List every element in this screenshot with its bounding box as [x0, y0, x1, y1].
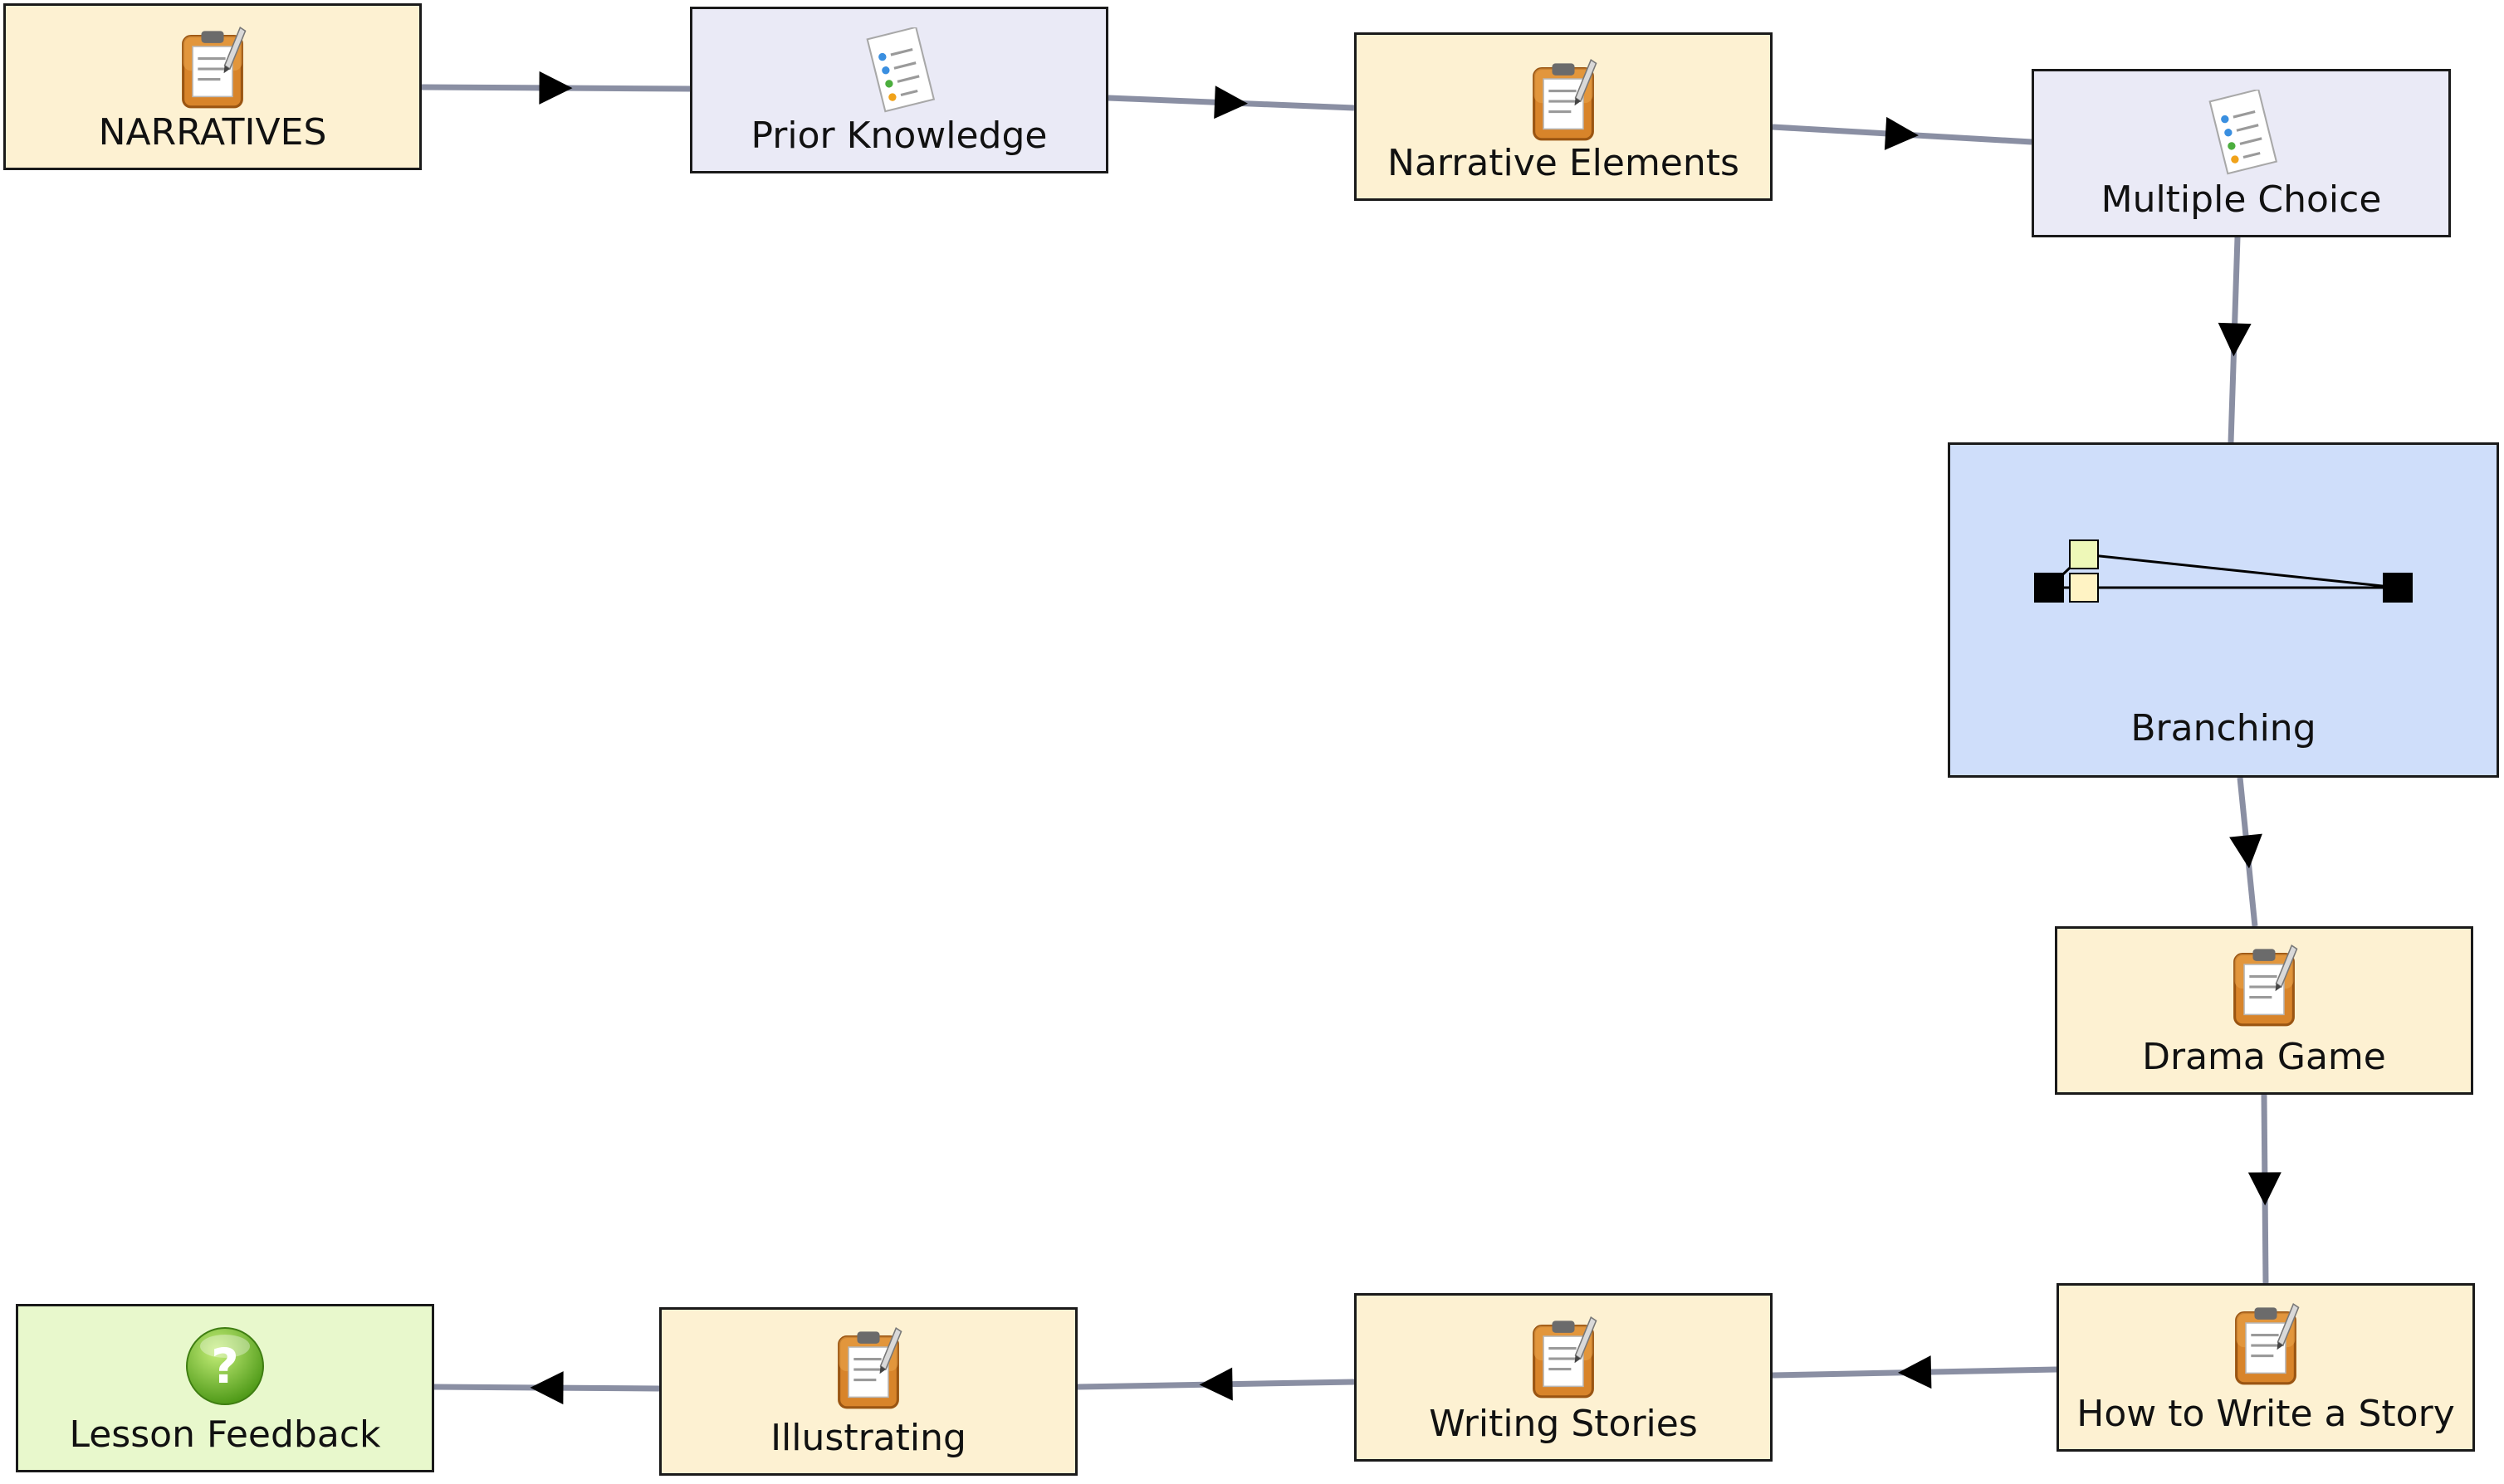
node-label: Drama Game [2142, 1036, 2386, 1078]
clipboard-pencil-icon [1528, 1314, 1598, 1400]
node-label: Writing Stories [1429, 1403, 1698, 1445]
question-mark-icon [183, 1325, 267, 1408]
node-label: How to Write a Story [2076, 1393, 2455, 1435]
arrowhead-icon [2229, 833, 2262, 869]
arrowhead-icon [539, 71, 573, 105]
connector-group [421, 71, 2281, 1405]
arrowhead-icon [2218, 322, 2252, 357]
node-multiple-choice[interactable]: Multiple Choice [2032, 69, 2451, 237]
document-list-icon [2203, 90, 2281, 176]
node-label: Multiple Choice [2101, 178, 2382, 221]
node-label: NARRATIVES [98, 111, 327, 154]
arrowhead-icon [2247, 1172, 2281, 1206]
node-how-to-write-a-story[interactable]: How to Write a Story [2057, 1283, 2475, 1452]
node-label: Branching [2130, 707, 2316, 749]
arrowhead-icon [1898, 1355, 1932, 1389]
clipboard-pencil-icon [178, 24, 247, 110]
node-lesson-feedback[interactable]: Lesson Feedback [16, 1304, 434, 1472]
node-writing-stories[interactable]: Writing Stories [1354, 1293, 1773, 1462]
node-narrative-elements[interactable]: Narrative Elements [1354, 32, 1773, 201]
clipboard-pencil-icon [1528, 56, 1598, 143]
node-label: Prior Knowledge [751, 115, 1048, 157]
node-narratives[interactable]: NARRATIVES [3, 3, 422, 170]
arrowhead-icon [1199, 1367, 1233, 1401]
node-drama-game[interactable]: Drama Game [2055, 926, 2473, 1095]
node-label: Illustrating [770, 1417, 966, 1459]
node-illustrating[interactable]: Illustrating [659, 1307, 1078, 1476]
node-label: Lesson Feedback [69, 1413, 381, 1456]
node-label: Narrative Elements [1387, 142, 1739, 184]
node-prior-knowledge[interactable]: Prior Knowledge [690, 7, 1108, 173]
arrowhead-icon [530, 1371, 564, 1405]
arrowhead-icon [1214, 85, 1248, 120]
clipboard-pencil-icon [2231, 1301, 2301, 1387]
arrowhead-icon [1884, 116, 1919, 150]
document-list-icon [860, 27, 938, 114]
clipboard-pencil-icon [834, 1325, 903, 1411]
clipboard-pencil-icon [2229, 942, 2299, 1028]
node-branching[interactable]: Branching [1948, 442, 2499, 778]
branching-icon [2032, 528, 2414, 611]
